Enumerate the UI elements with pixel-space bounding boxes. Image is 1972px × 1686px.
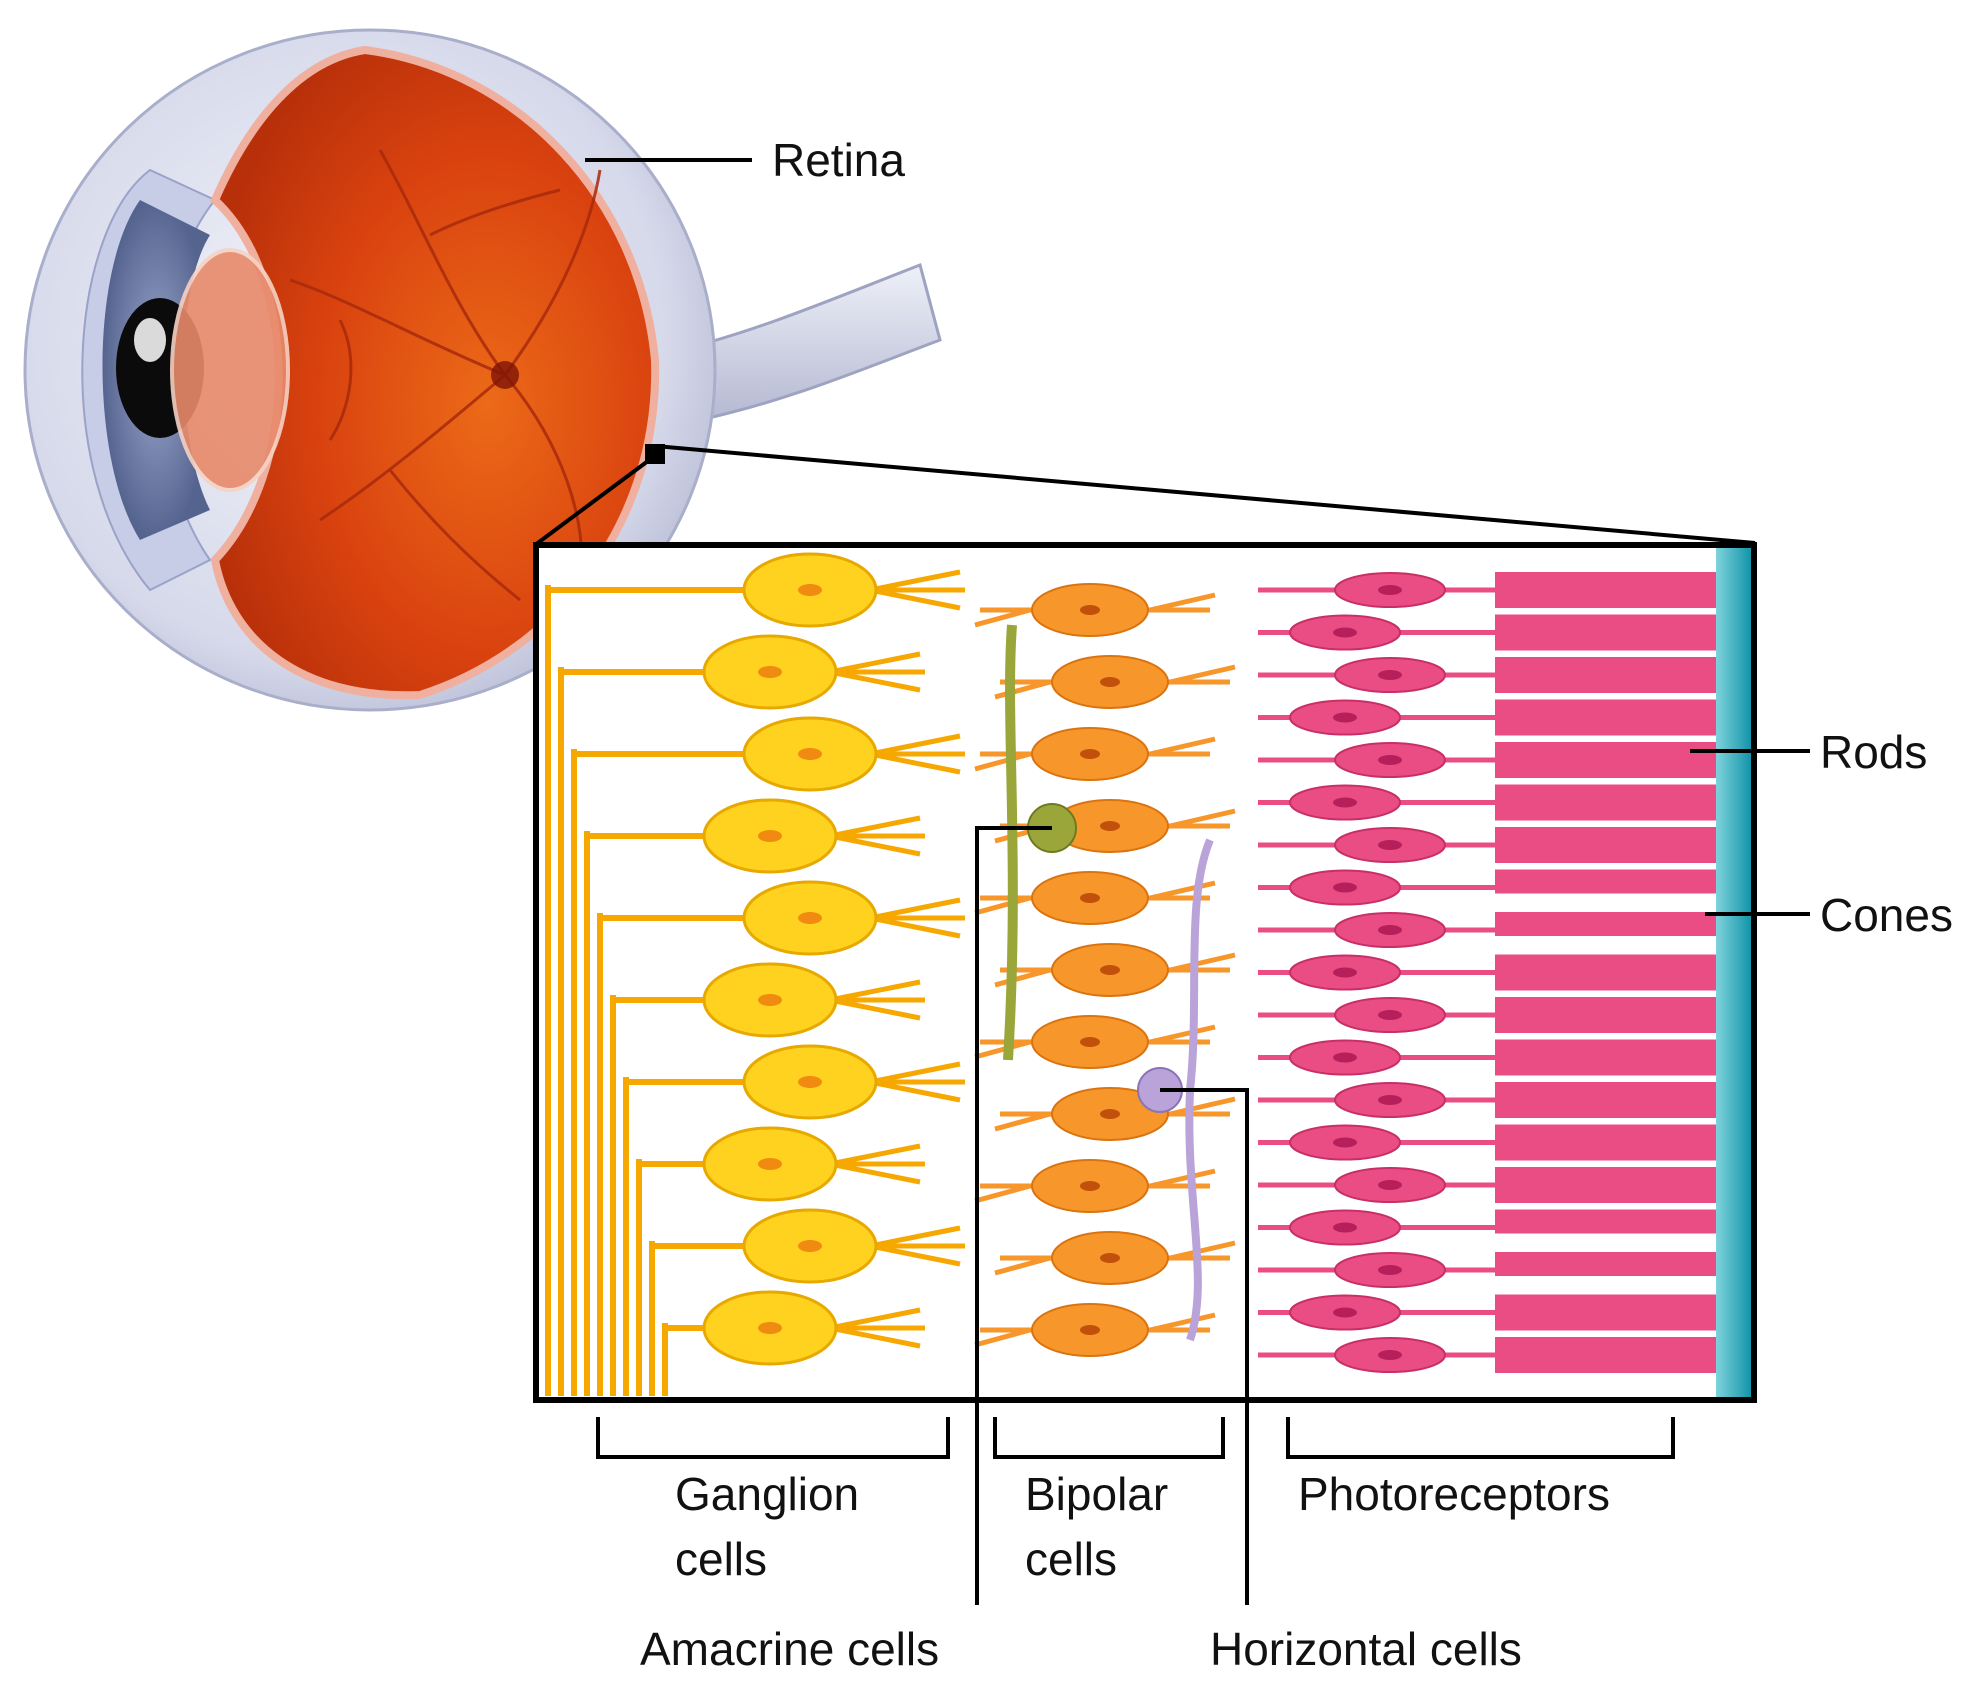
amacrine-process [1008,625,1013,1060]
bipolar-bracket [995,1417,1223,1457]
ganglion-nucleus [798,912,822,924]
rod-outer-segment [1495,1125,1716,1161]
photoreceptor-nucleus [1333,968,1357,978]
bipolar-nucleus [1080,893,1100,903]
photoreceptor-nucleus [1378,925,1402,935]
ganglion-nucleus [798,1076,822,1088]
bipolar-nucleus [1100,1109,1120,1119]
retina-layers-panel [536,545,1754,1400]
rod-outer-segment [1495,572,1716,608]
photoreceptor-nucleus [1333,628,1357,638]
horizontal-label: Horizontal cells [1210,1623,1522,1675]
photoreceptor-nucleus [1333,713,1357,723]
ganglion-nucleus [798,1240,822,1252]
rod-outer-segment [1495,742,1716,778]
cone-outer-segment [1495,1252,1716,1276]
rod-outer-segment [1495,1082,1716,1118]
ganglion-nucleus [758,1322,782,1334]
pigment-epithelium [1716,547,1752,1398]
photoreceptor-nucleus [1333,798,1357,808]
retina-label: Retina [772,134,905,186]
optic-nerve-icon [680,265,940,420]
bipolar-label-line2: cells [1025,1533,1117,1585]
photoreceptor-nucleus [1333,1308,1357,1318]
ganglion-bracket [598,1417,948,1457]
rod-outer-segment [1495,955,1716,991]
cone-outer-segment [1495,912,1716,936]
bipolar-label-line1: Bipolar [1025,1468,1168,1520]
photoreceptor-nucleus [1378,1095,1402,1105]
lens [172,250,288,490]
bipolar-nucleus [1100,965,1120,975]
photoreceptor-nucleus [1378,840,1402,850]
bipolar-nucleus [1080,605,1100,615]
ganglion-nucleus [758,1158,782,1170]
zoom-line-top [655,446,1755,543]
ganglion-label-line2: cells [675,1533,767,1585]
rod-outer-segment [1495,1295,1716,1331]
ganglion-nucleus [758,830,782,842]
ganglion-nucleus [758,994,782,1006]
photoreceptor-nucleus [1333,1223,1357,1233]
bipolar-nucleus [1100,821,1120,831]
rods-label: Rods [1820,726,1927,778]
rod-outer-segment [1495,1040,1716,1076]
rod-outer-segment [1495,827,1716,863]
photoreceptor-nucleus [1378,1350,1402,1360]
photoreceptor-nucleus [1378,1010,1402,1020]
photoreceptors-bracket [1288,1417,1673,1457]
rod-outer-segment [1495,1167,1716,1203]
ganglion-label-line1: Ganglion [675,1468,859,1520]
photoreceptor-nucleus [1333,1138,1357,1148]
bipolar-nucleus [1080,1037,1100,1047]
fovea [491,361,519,389]
cone-outer-segment [1495,870,1716,894]
bipolar-nucleus [1080,1325,1100,1335]
rod-outer-segment [1495,785,1716,821]
cone-outer-segment [1495,1210,1716,1234]
amacrine-label: Amacrine cells [640,1623,939,1675]
rod-outer-segment [1495,1337,1716,1373]
cones-label: Cones [1820,889,1953,941]
photoreceptor-nucleus [1333,883,1357,893]
rod-outer-segment [1495,997,1716,1033]
photoreceptor-nucleus [1333,1053,1357,1063]
ganglion-nucleus [758,666,782,678]
photoreceptor-nucleus [1378,755,1402,765]
rod-outer-segment [1495,700,1716,736]
photoreceptor-nucleus [1378,670,1402,680]
ganglion-nucleus [798,584,822,596]
rod-outer-segment [1495,657,1716,693]
bipolar-nucleus [1100,1253,1120,1263]
bipolar-nucleus [1080,1181,1100,1191]
photoreceptor-nucleus [1378,1265,1402,1275]
ganglion-nucleus [798,748,822,760]
bipolar-nucleus [1100,677,1120,687]
rod-outer-segment [1495,615,1716,651]
pupil-highlight [134,318,166,362]
photoreceptor-nucleus [1378,585,1402,595]
photoreceptor-nucleus [1378,1180,1402,1190]
photoreceptors-label: Photoreceptors [1298,1468,1610,1520]
bipolar-nucleus [1080,749,1100,759]
